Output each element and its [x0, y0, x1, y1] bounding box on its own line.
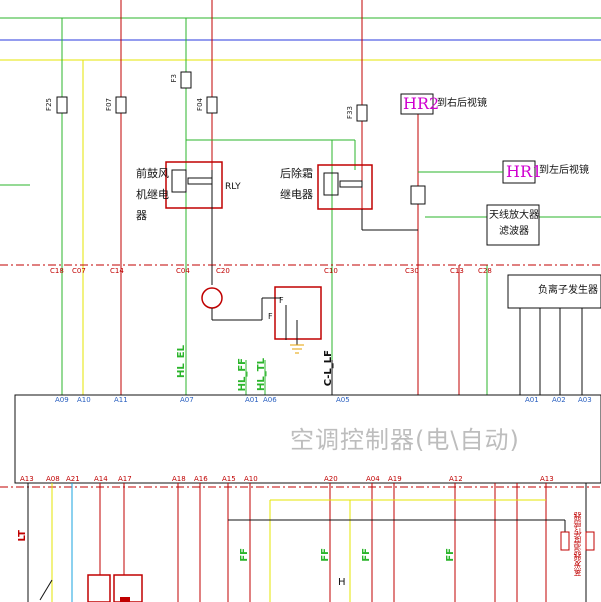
- pin-a01b: A01: [525, 396, 539, 404]
- pin-a03: A03: [578, 396, 592, 404]
- wire-hl-ff: HL_FF: [237, 358, 248, 392]
- fuse-1-label: F25: [45, 98, 53, 111]
- pinb-3: A14: [94, 475, 108, 483]
- pinb-7: A15: [222, 475, 236, 483]
- wire-c-lf: C-L_LF: [323, 350, 334, 387]
- wire-ff-3: FF: [361, 548, 372, 562]
- left-mirror-label: 到左后视镜: [539, 165, 589, 176]
- pin-c04: C04: [176, 267, 190, 275]
- fuse-5: [356, 104, 368, 122]
- wire-h: H: [338, 577, 346, 588]
- pin-c14: C14: [110, 267, 124, 275]
- fan-control-module: [274, 286, 322, 340]
- pinb-0: A13: [20, 475, 34, 483]
- pin-c28: C28: [478, 267, 492, 275]
- hr1-tag: HR1: [506, 162, 543, 181]
- controller-title: 空调控制器(电\自动): [290, 426, 520, 454]
- temp-sensor-label: 蒸发器温度传感器: [573, 512, 582, 576]
- wire-hl-el: HL_EL: [176, 345, 187, 378]
- pin-a09: A09: [55, 396, 69, 404]
- wire-ff-2: FF: [320, 548, 331, 562]
- anion-generator-label: 负离子发生器: [538, 285, 598, 296]
- pinb-8: A10: [244, 475, 258, 483]
- wire-lt: LT: [17, 530, 28, 542]
- rly-tag: RLY: [225, 182, 241, 192]
- pin-a11: A11: [114, 396, 128, 404]
- wire-ff-4: FF: [445, 548, 456, 562]
- controller-box: [14, 394, 601, 484]
- rear-defrost-relay-box: [317, 164, 373, 210]
- right-mirror-label: 到右后视镜: [437, 98, 487, 109]
- pinb-9: A20: [324, 475, 338, 483]
- pin-c10: C10: [324, 267, 338, 275]
- pin-a07: A07: [180, 396, 194, 404]
- rear-defrost-relay-label: 后除霜 继电器: [280, 167, 313, 201]
- blower-motor: [201, 287, 223, 309]
- pinb-1: A08: [46, 475, 60, 483]
- pin-c07: C07: [72, 267, 86, 275]
- pin-a02: A02: [552, 396, 566, 404]
- pin-c20: C20: [216, 267, 230, 275]
- pinb-10: A04: [366, 475, 380, 483]
- pinb-6: A16: [194, 475, 208, 483]
- front-fan-relay-box: [165, 161, 223, 209]
- module-f-tag: F: [279, 296, 284, 305]
- fuse-4-label: F04: [196, 98, 204, 111]
- antenna-amp-box: [486, 204, 540, 246]
- fuse-2-label: F07: [105, 98, 113, 111]
- fuse-2: [115, 96, 127, 114]
- pin-c30: C30: [405, 267, 419, 275]
- pin-c18: C18: [50, 267, 64, 275]
- fuse-1: [56, 96, 68, 114]
- antenna-amp-label: 天线放大器 滤波器: [489, 210, 539, 237]
- pin-a05: A05: [336, 396, 350, 404]
- anion-generator-box: [507, 274, 601, 309]
- pin-a10: A10: [77, 396, 91, 404]
- pinb-12: A12: [449, 475, 463, 483]
- fuse-5-label: F33: [346, 106, 354, 119]
- pinb-4: A17: [118, 475, 132, 483]
- pinb-5: A18: [172, 475, 186, 483]
- pinb-2: A21: [66, 475, 80, 483]
- pin-c13: C13: [450, 267, 464, 275]
- fuse-3: [180, 71, 192, 89]
- pinb-11: A19: [388, 475, 402, 483]
- front-fan-relay-label: 前鼓风 机继电 器: [136, 167, 169, 222]
- hr2-box: [400, 93, 434, 115]
- fuse-4: [206, 96, 218, 114]
- wire-hl-tl: HL_TL: [256, 358, 267, 391]
- pin-a01a: A01: [245, 396, 259, 404]
- fuse-3-label: F3: [170, 74, 178, 83]
- wire-ff-1: FF: [239, 548, 250, 562]
- module-f-tag-2: F: [268, 312, 273, 321]
- hr2-tag: HR2: [403, 94, 440, 113]
- pin-a06: A06: [263, 396, 277, 404]
- pinb-13: A13: [540, 475, 554, 483]
- temp-sensor: [560, 531, 570, 551]
